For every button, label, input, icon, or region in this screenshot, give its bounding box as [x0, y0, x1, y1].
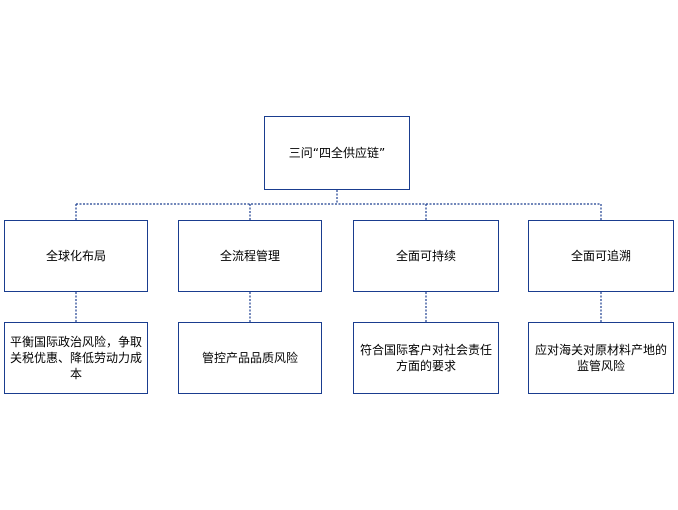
category-label: 全面可持续 — [395, 249, 456, 263]
category-node-traceable: 全面可追溯 — [528, 220, 674, 292]
root-node-label: 三问“四全供应链” — [288, 146, 386, 160]
detail-node-sustainable: 符合国际客户对社会责任方面的要求 — [353, 322, 499, 394]
category-label: 全球化布局 — [45, 249, 106, 263]
category-label: 全面可追溯 — [570, 249, 631, 263]
detail-text: 应对海关对原材料产地的监管风险 — [534, 343, 667, 373]
detail-node-full-process: 管控产品品质风险 — [178, 322, 322, 394]
detail-text: 管控产品品质风险 — [201, 351, 298, 365]
detail-node-global-layout: 平衡国际政治风险，争取关税优惠、降低劳动力成本 — [4, 322, 148, 394]
root-node: 三问“四全供应链” — [264, 116, 410, 190]
category-label: 全流程管理 — [219, 249, 280, 263]
detail-text: 平衡国际政治风险，争取关税优惠、降低劳动力成本 — [9, 335, 142, 381]
category-node-sustainable: 全面可持续 — [353, 220, 499, 292]
detail-node-traceable: 应对海关对原材料产地的监管风险 — [528, 322, 674, 394]
category-node-full-process: 全流程管理 — [178, 220, 322, 292]
category-node-global-layout: 全球化布局 — [4, 220, 148, 292]
detail-text: 符合国际客户对社会责任方面的要求 — [359, 343, 492, 373]
